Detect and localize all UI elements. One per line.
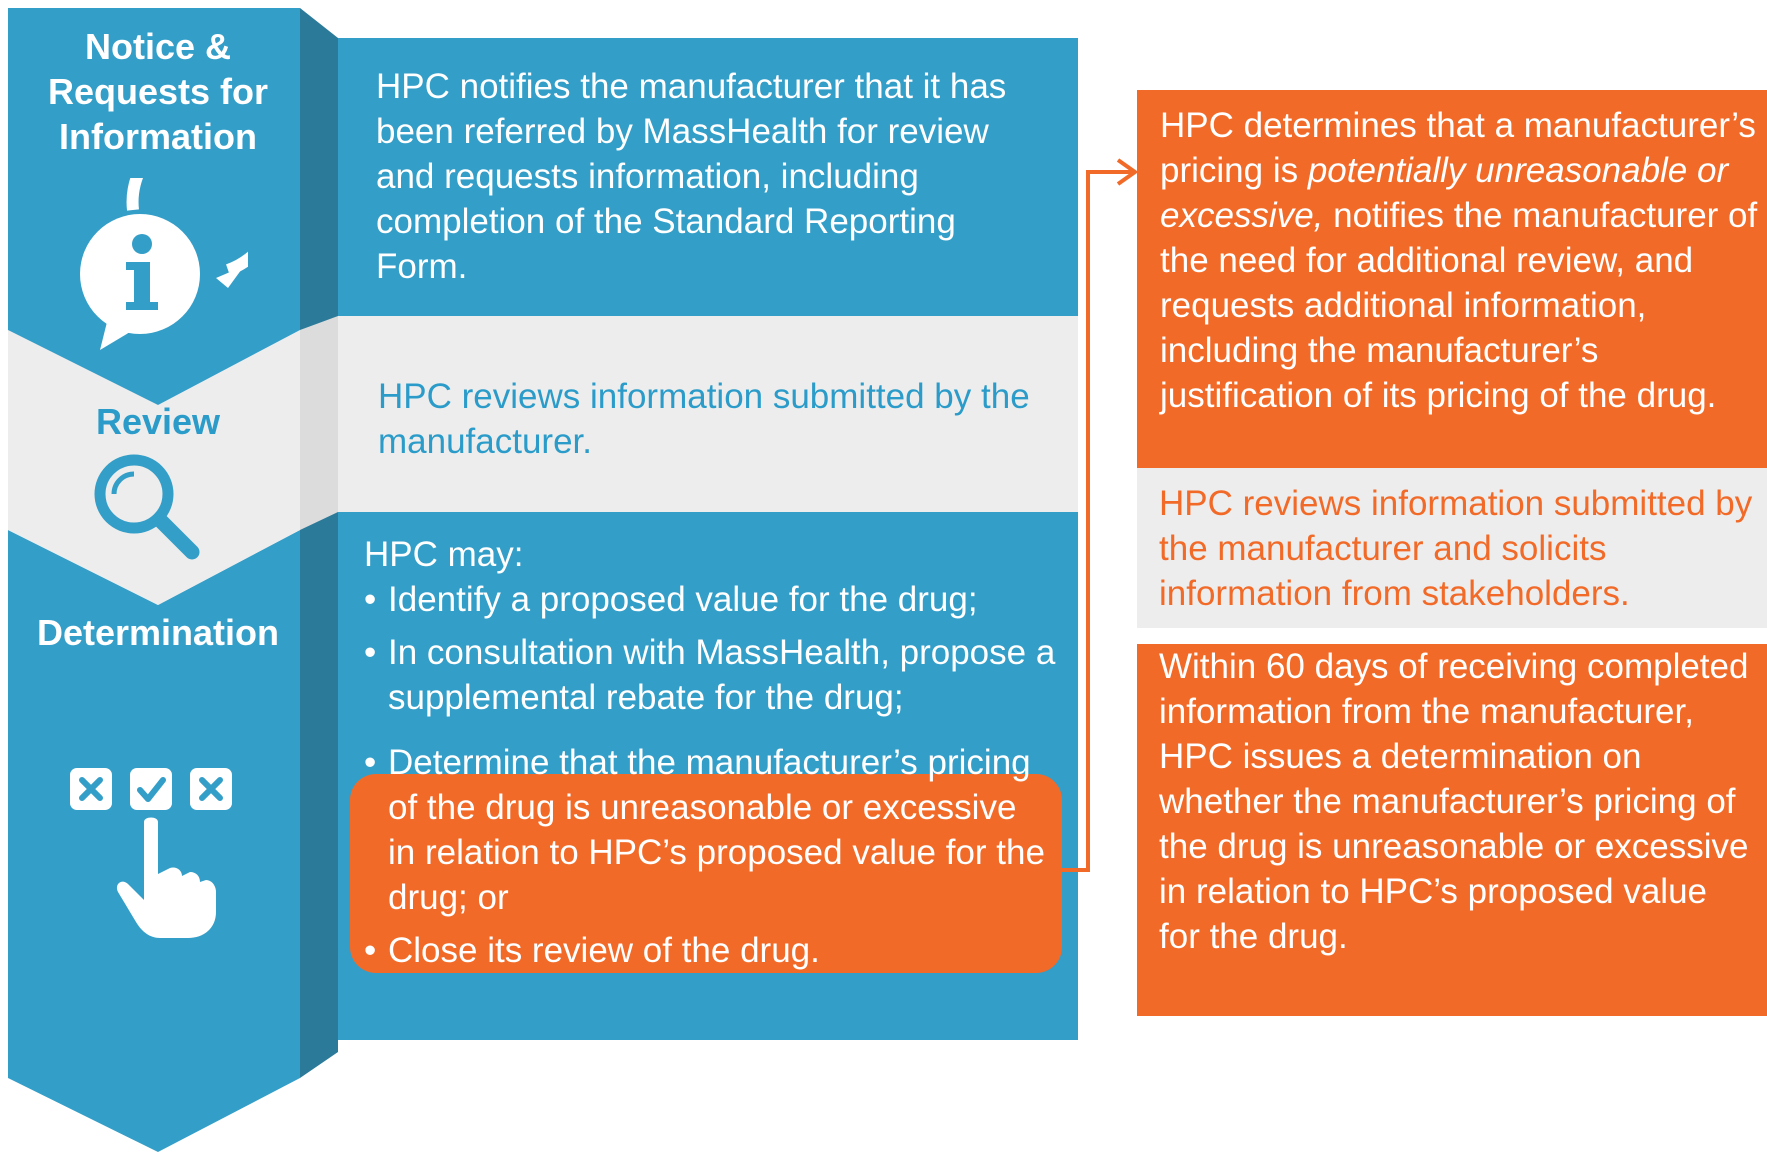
escalation-review-text: HPC reviews information submitted by the… <box>1159 484 1753 613</box>
review-panel <box>338 316 1078 512</box>
determination-option: Close its review of the drug. <box>364 928 1064 973</box>
review-panel-text: HPC reviews information submitted by the… <box>378 377 1030 461</box>
magnifier-icon <box>94 454 200 560</box>
escalation-review-box <box>1137 468 1767 628</box>
info-speech-bubble-icon <box>80 178 248 350</box>
determination-option-highlighted: Determine that the manufacturer’s pricin… <box>364 740 1048 920</box>
escalation-determination-box <box>1137 644 1767 1016</box>
determination-panel-text: HPC may: Identify a proposed value for t… <box>364 532 1064 973</box>
escalation-connector-arrow <box>1062 170 1135 872</box>
checkbox-hand-icon <box>70 768 232 938</box>
escalation-determination-text: Within 60 days of receiving completed in… <box>1159 647 1749 956</box>
column-shadow <box>300 8 338 1078</box>
arrowhead <box>1116 158 1139 186</box>
escalation-notice-box <box>1137 90 1767 468</box>
determination-option: Identify a proposed value for the drug; <box>364 577 1064 622</box>
escalation-notice-before: HPC determines that a manufacturer’s pri… <box>1160 106 1756 190</box>
stage-label-determination: Determination <box>36 612 280 653</box>
notice-panel <box>338 38 1078 316</box>
notice-panel-text: HPC notifies the manufacturer that it ha… <box>376 67 1007 286</box>
escalation-notice-emphasis: potentially unreasonable or excessive, <box>1160 151 1729 235</box>
stage-label-notice: Notice & Requests for Information <box>47 26 269 157</box>
review-side-strip <box>300 316 338 530</box>
escalation-notice-text: HPC determines that a manufacturer’s pri… <box>1160 103 1760 418</box>
determination-option: In consultation with MassHealth, propose… <box>364 630 1064 720</box>
notice-chevron <box>8 8 300 405</box>
escalation-notice-after: notifies the manufacturer of the need fo… <box>1160 196 1758 415</box>
stage-label-review: Review <box>95 401 221 442</box>
determination-intro: HPC may: <box>364 535 524 574</box>
